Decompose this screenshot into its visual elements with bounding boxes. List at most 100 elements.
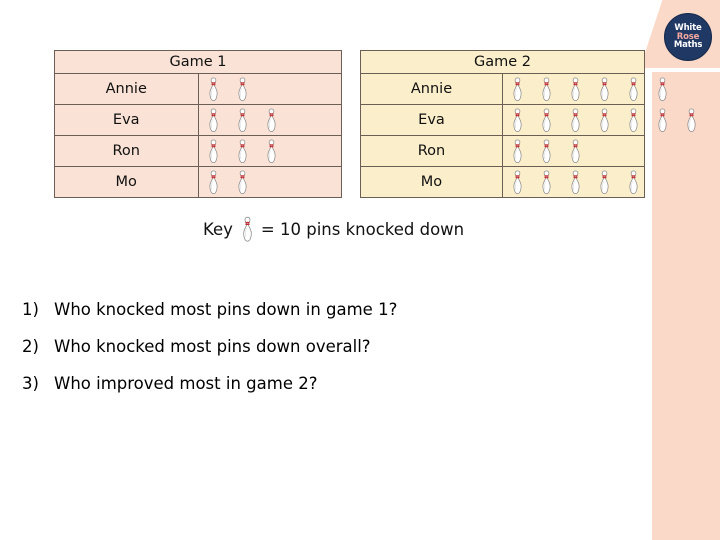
- pin-slot: [590, 76, 619, 102]
- bowling-pin-icon: [242, 216, 253, 243]
- bowling-pin-icon: [629, 107, 638, 132]
- pin-slot: [619, 76, 648, 102]
- question-item: 2)Who knocked most pins down overall?: [22, 337, 622, 356]
- pin-slot: [648, 76, 677, 102]
- table-row: Mo: [54, 166, 342, 198]
- pin-slot: [561, 138, 590, 164]
- pins-cell: [502, 135, 645, 167]
- pin-slot: [619, 107, 648, 133]
- player-name-cell: Ron: [360, 135, 503, 167]
- pins-cell: [502, 73, 667, 105]
- pins-cell: [502, 104, 696, 136]
- game-1-title: Game 1: [54, 50, 342, 74]
- pin-slot: [677, 107, 706, 133]
- pins-cell: [197, 166, 342, 198]
- bowling-pin-icon: [513, 169, 522, 194]
- pin-slot: [228, 76, 257, 102]
- question-number: 3): [22, 374, 39, 393]
- bowling-pin-icon: [237, 138, 247, 163]
- pin-slot: [648, 107, 677, 133]
- logo-line-white: White: [674, 23, 702, 34]
- pin-slot: [199, 107, 228, 133]
- bowling-pin-icon: [629, 76, 638, 101]
- pins-cell: [197, 135, 342, 167]
- table-row: Ron: [360, 135, 645, 167]
- table-row: Eva: [54, 104, 342, 136]
- bowling-pin-icon: [571, 169, 580, 194]
- pin-slot: [561, 76, 590, 102]
- question-text: Who knocked most pins down in game 1?: [54, 300, 398, 319]
- pin-slot: [228, 169, 257, 195]
- pin-slot: [228, 107, 257, 133]
- table-row: Annie: [360, 73, 667, 105]
- bowling-pin-icon: [542, 169, 551, 194]
- pin-slot: [619, 169, 648, 195]
- table-row: Annie: [54, 73, 342, 105]
- player-name-cell: Mo: [54, 166, 199, 198]
- logo-line-maths: Maths: [673, 40, 703, 51]
- pin-slot: [199, 138, 228, 164]
- bowling-pin-icon: [687, 107, 696, 132]
- player-name-cell: Eva: [54, 104, 199, 136]
- player-name-cell: Mo: [360, 166, 503, 198]
- player-name-cell: Eva: [360, 104, 503, 136]
- question-text: Who improved most in game 2?: [54, 374, 318, 393]
- bowling-pin-icon: [600, 169, 609, 194]
- player-name-cell: Ron: [54, 135, 199, 167]
- pin-slot: [199, 76, 228, 102]
- game-2-title: Game 2: [360, 50, 645, 74]
- pins-cell: [197, 104, 342, 136]
- player-name-cell: Annie: [360, 73, 503, 105]
- bowling-pin-icon: [658, 76, 667, 101]
- pin-slot: [532, 76, 561, 102]
- question-item: 3) Who improved most in game 2?: [22, 374, 622, 393]
- logo-line-rose: Rose: [676, 31, 700, 42]
- pin-slot: [561, 169, 590, 195]
- bowling-pin-icon: [658, 107, 667, 132]
- bowling-pin-icon: [542, 138, 551, 163]
- bowling-pin-icon: [513, 107, 522, 132]
- table-row: Eva: [360, 104, 696, 136]
- white-rose-maths-logo: White Rose Maths: [664, 13, 712, 61]
- pin-slot: [532, 138, 561, 164]
- bowling-pin-icon: [571, 76, 580, 101]
- pin-slot: [503, 76, 532, 102]
- table-row: Mo: [360, 166, 648, 198]
- pin-slot: [503, 169, 532, 195]
- question-text: Who knocked most pins down overall?: [54, 337, 371, 356]
- key-value-text: = 10 pins knocked down: [260, 219, 465, 239]
- bowling-pin-icon: [208, 138, 218, 163]
- bowling-pin-icon: [513, 138, 522, 163]
- bowling-pin-icon: [237, 107, 247, 132]
- pin-slot: [503, 138, 532, 164]
- bowling-pin-icon: [243, 216, 252, 242]
- pin-slot: [257, 138, 286, 164]
- bowling-pin-icon: [542, 107, 551, 132]
- bowling-pin-icon: [237, 169, 247, 194]
- bowling-pin-icon: [266, 107, 276, 132]
- bowling-pin-icon: [542, 76, 551, 101]
- question-item: 1) Who knocked most pins down in game 1?: [22, 300, 622, 319]
- bowling-pin-icon: [629, 169, 638, 194]
- bowling-pin-icon: [208, 76, 218, 101]
- pin-slot: [590, 107, 619, 133]
- bowling-pin-icon: [208, 169, 218, 194]
- pins-cell: [197, 73, 342, 105]
- questions-list: 1) Who knocked most pins down in game 1? 2…: [22, 300, 622, 411]
- pins-cell: [502, 166, 648, 198]
- pin-slot: [532, 107, 561, 133]
- pin-slot: [561, 107, 590, 133]
- pin-slot: [257, 107, 286, 133]
- bowling-pin-icon: [266, 138, 276, 163]
- pictogram-key: Key = 10 pins knocked down: [203, 213, 464, 245]
- bowling-pin-icon: [600, 107, 609, 132]
- bowling-pin-icon: [237, 76, 247, 101]
- bowling-pin-icon: [208, 107, 218, 132]
- bowling-pin-icon: [571, 107, 580, 132]
- player-name-cell: Annie: [54, 73, 199, 105]
- table-row: Ron: [54, 135, 342, 167]
- question-number: 1): [22, 300, 39, 319]
- bowling-pin-icon: [571, 138, 580, 163]
